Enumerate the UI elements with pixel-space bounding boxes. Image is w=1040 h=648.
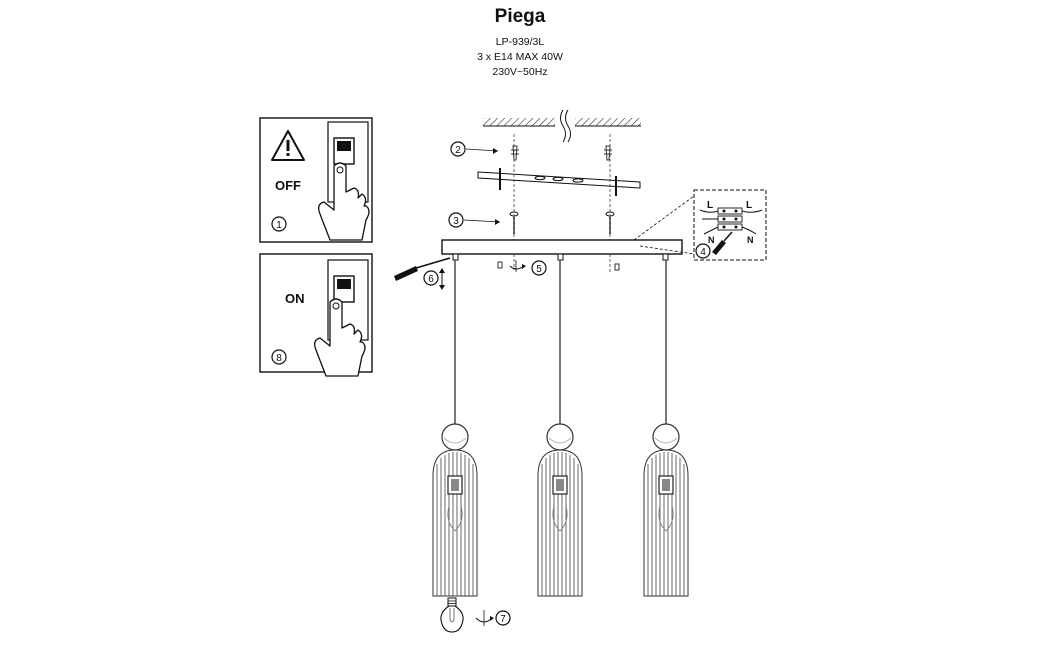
rotate-arrow-icon [475, 610, 494, 626]
live-label-left: L [707, 200, 713, 211]
step-7-number: 7 [500, 614, 506, 625]
canopy-bar [441, 239, 683, 261]
on-panel: ON 8 [259, 253, 373, 377]
off-panel: OFF 1 [259, 117, 373, 243]
step-8-number: 8 [276, 353, 282, 364]
live-label-right: L [746, 200, 752, 211]
mounting-bracket [477, 168, 641, 196]
screwdriver-icon [712, 231, 733, 255]
pendant-center [537, 260, 583, 597]
neutral-label-left: N [708, 235, 715, 245]
step-5-number: 5 [536, 264, 542, 275]
ceiling [483, 109, 641, 143]
step-1-number: 1 [276, 220, 282, 231]
voltage-spec: 230V~50Hz [492, 66, 548, 78]
rotate-arrow-icon [509, 260, 526, 272]
model-number: LP-939/3L [495, 36, 545, 48]
step-2-number: 2 [455, 145, 461, 156]
bulb-icon [440, 597, 464, 633]
terminal-block-icon [717, 207, 743, 231]
height-adjust-arrow-icon [439, 268, 445, 290]
pendant-right [643, 260, 689, 597]
off-label: OFF [275, 178, 301, 193]
screw-icon [509, 211, 615, 234]
step-6-number: 6 [428, 274, 434, 285]
pendant-left [432, 260, 478, 597]
neutral-label-right: N [747, 235, 754, 245]
on-label: ON [285, 291, 305, 306]
bulb-spec: 3 x E14 MAX 40W [477, 51, 563, 63]
product-title: Piega [494, 6, 546, 27]
screwdriver-icon [394, 257, 451, 281]
step-3-number: 3 [453, 216, 459, 227]
step-4-number: 4 [700, 247, 706, 258]
warning-icon [271, 130, 305, 161]
cap-nut-icon [497, 261, 620, 271]
wall-plug-icon [511, 145, 612, 161]
